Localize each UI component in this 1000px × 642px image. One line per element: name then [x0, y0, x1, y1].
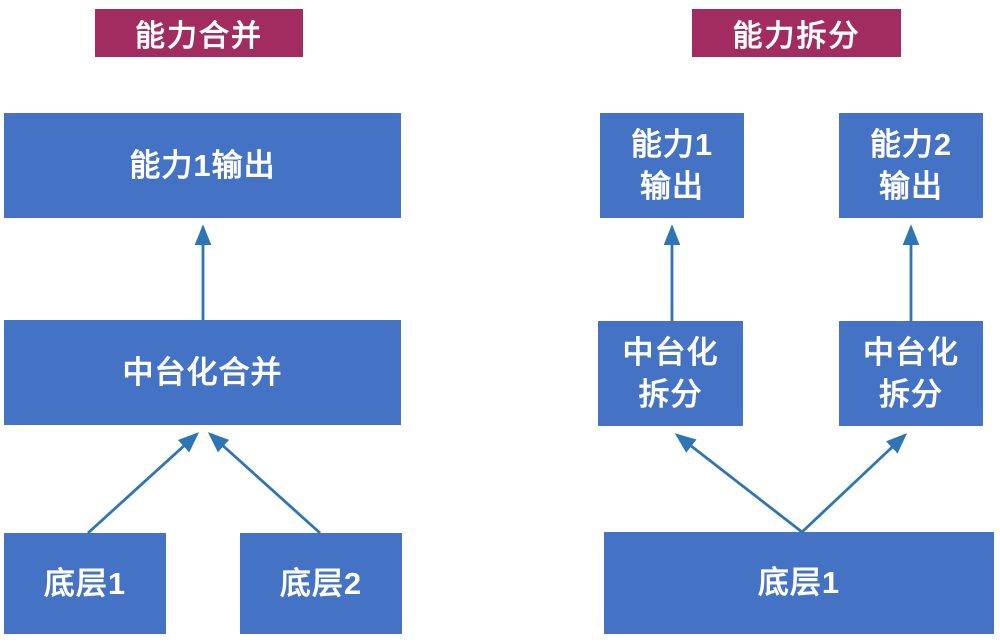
- merge-output-node: 能力1输出: [4, 113, 401, 218]
- split-middle2-node: 中台化 拆分: [839, 321, 983, 426]
- merge-base1-node: 底层1: [4, 533, 166, 634]
- split-base-node: 底层1: [604, 532, 994, 634]
- merge-middle-node: 中台化合并: [4, 320, 401, 425]
- merge-base2-node: 底层2: [240, 533, 402, 634]
- merge-title: 能力合并: [95, 9, 303, 57]
- split-title: 能力拆分: [692, 9, 901, 57]
- split-output1-node: 能力1 输出: [600, 113, 744, 218]
- split-output2-node: 能力2 输出: [839, 113, 983, 218]
- split-middle1-node: 中台化 拆分: [598, 321, 743, 426]
